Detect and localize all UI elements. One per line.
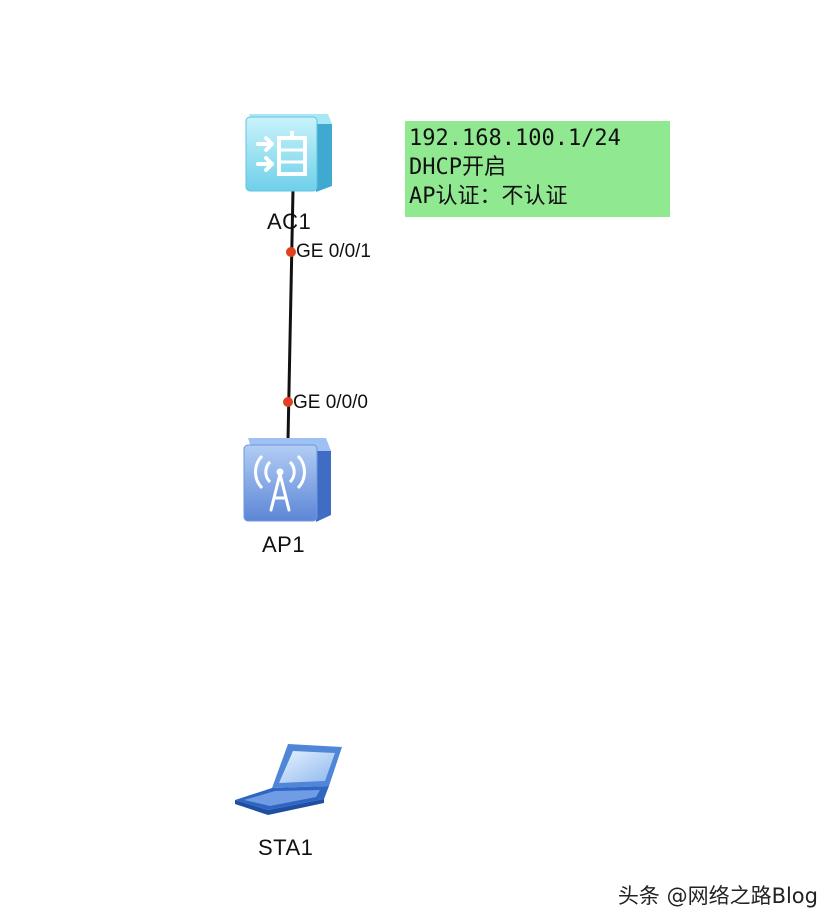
port-dot-ge001[interactable] [286,247,296,257]
note-ap-auth: AP认证：不认证 [409,184,568,209]
ap1-label: AP1 [262,532,306,557]
access-point-icon[interactable] [243,438,331,522]
port-label-ge001: GE 0/0/1 [296,241,371,262]
ac1-label: AC1 [267,209,312,234]
note-ip: 192.168.100.1/24 [409,126,621,151]
note-dhcp: DHCP开启 [409,155,506,180]
port-label-ge000: GE 0/0/0 [293,392,368,413]
watermark: 头条 @网络之路Blog [617,884,818,908]
sta1-label: STA1 [258,835,314,860]
laptop-icon[interactable] [235,744,342,815]
wireless-controller-icon[interactable] [245,114,332,192]
config-note[interactable]: 192.168.100.1/24 DHCP开启 AP认证：不认证 [405,121,670,217]
port-dot-ge000[interactable] [283,397,293,407]
